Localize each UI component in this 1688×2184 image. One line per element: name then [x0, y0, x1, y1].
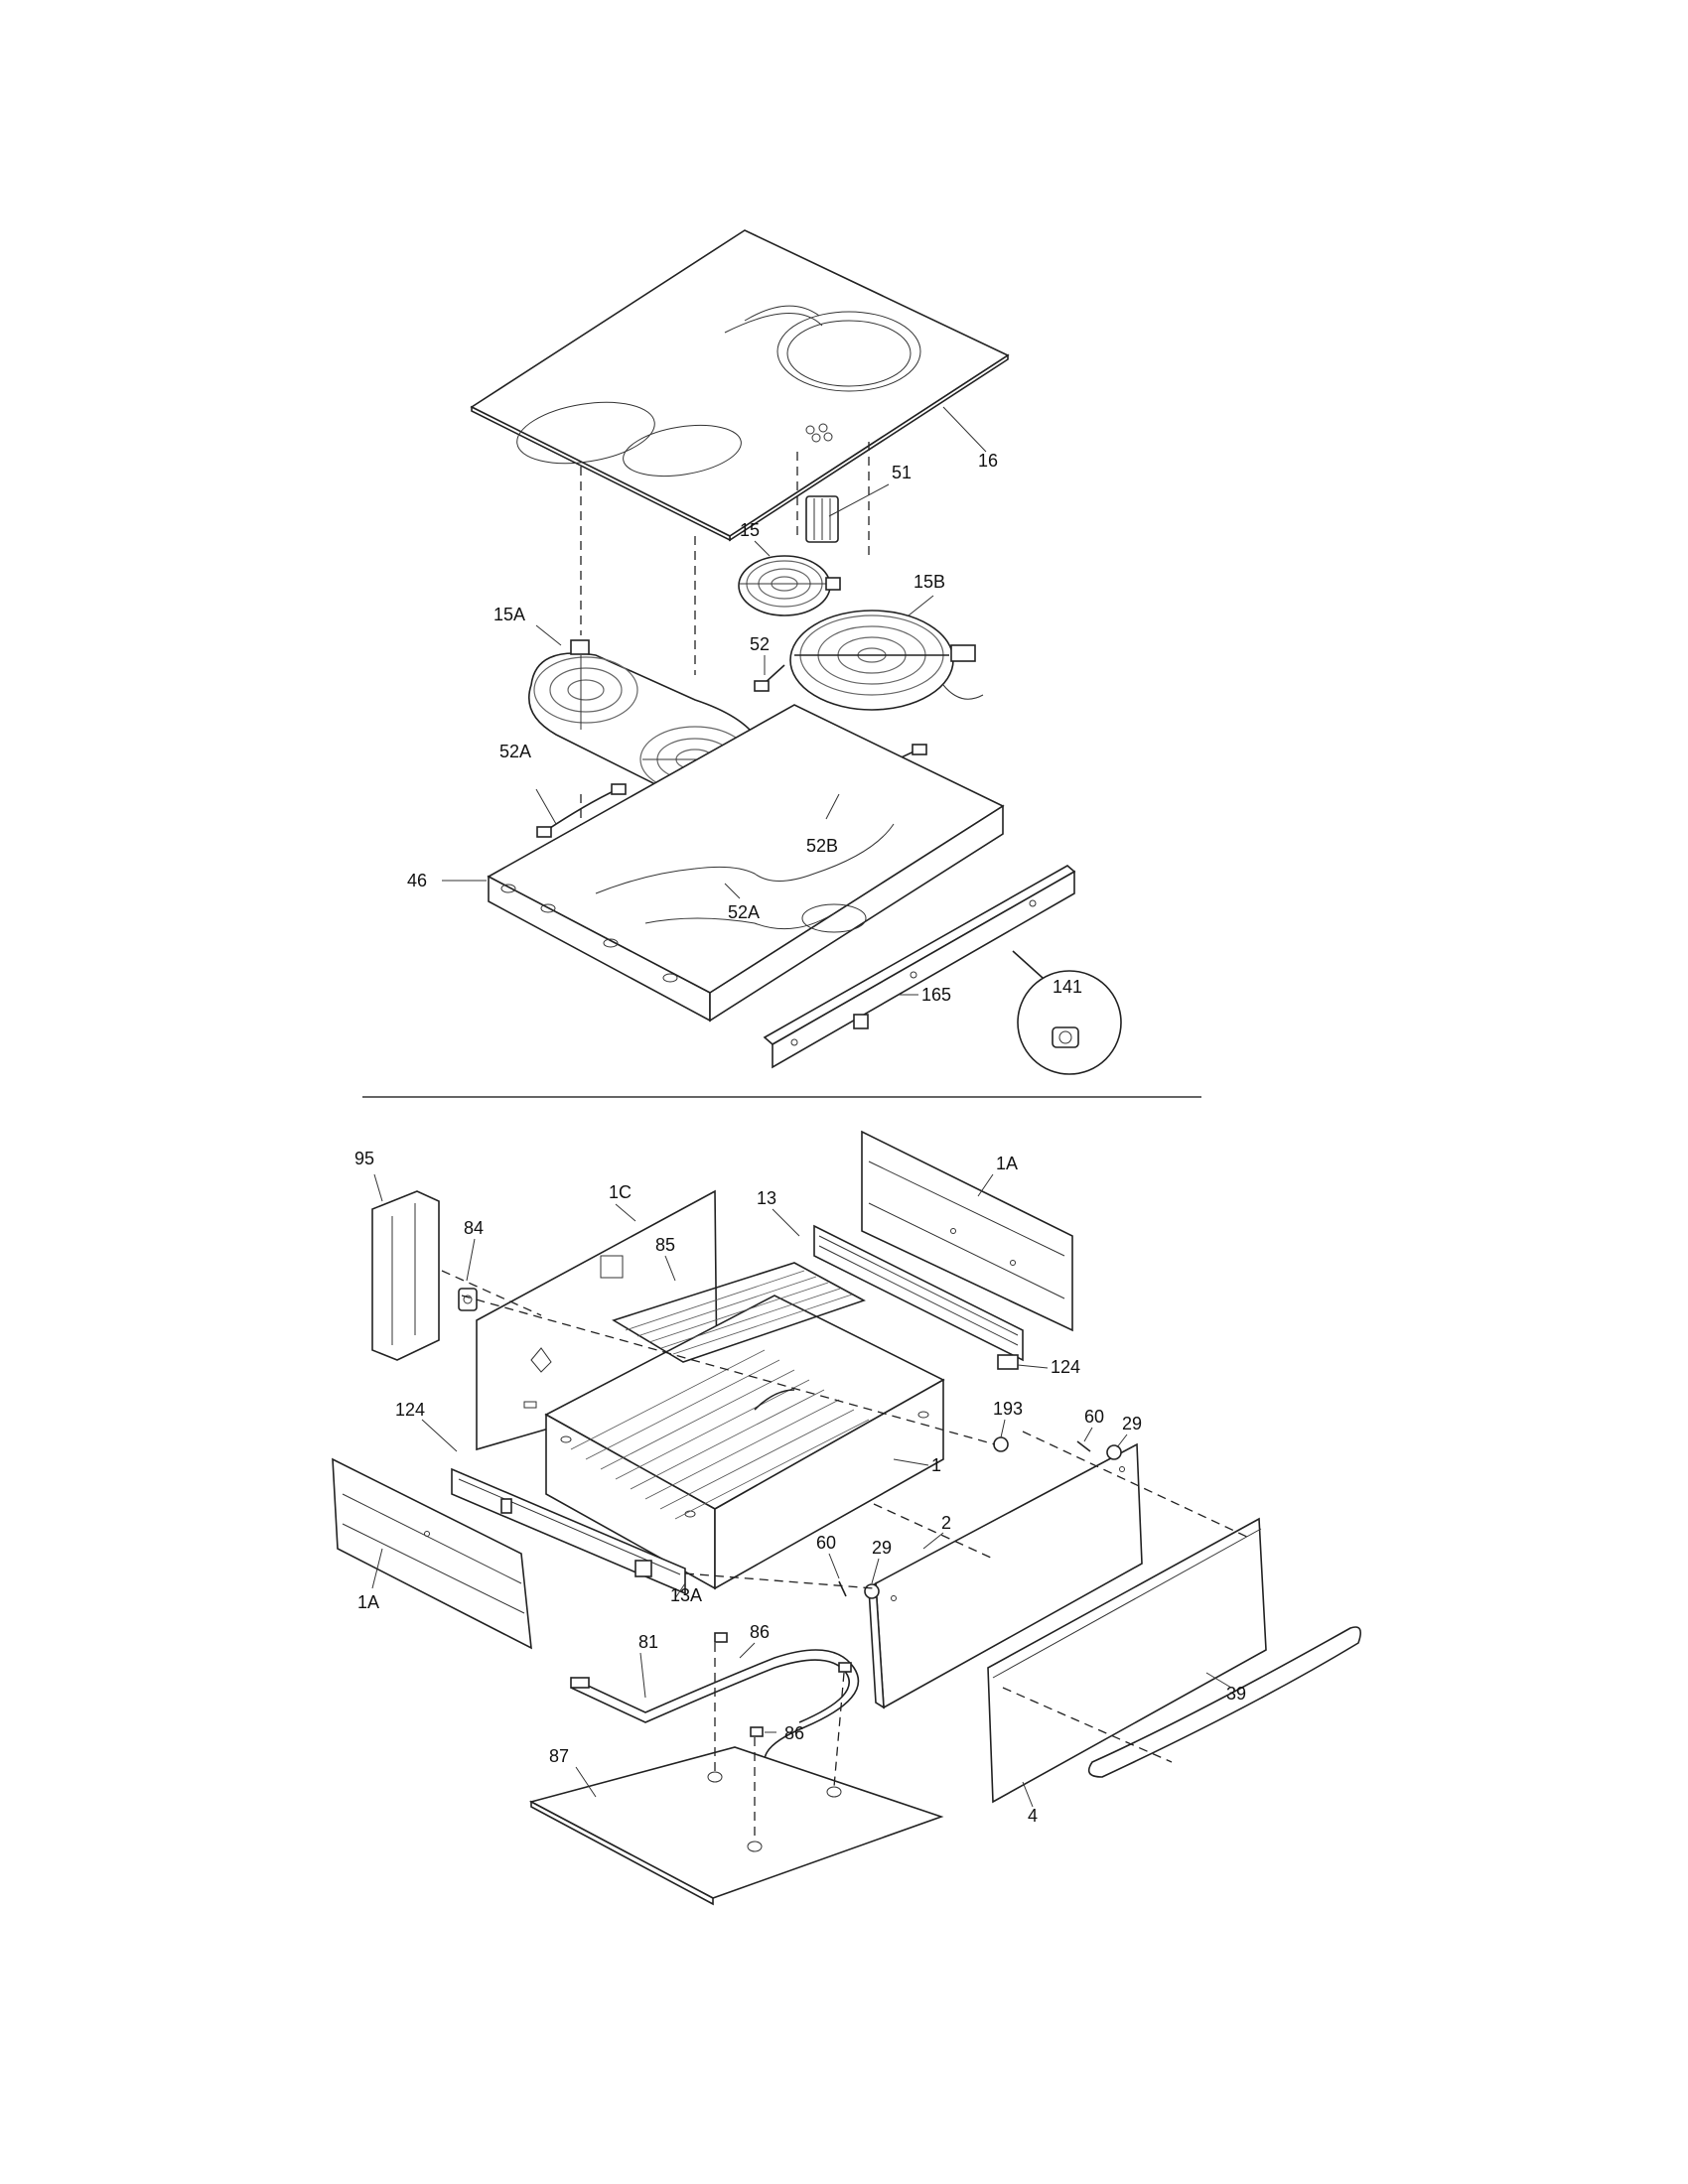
callout-52: 52: [750, 634, 770, 654]
terminal-block-detail: [1012, 950, 1122, 1075]
callout-85: 85: [655, 1235, 675, 1255]
callout-193: 193: [993, 1399, 1023, 1419]
callout-13: 13: [757, 1188, 776, 1208]
callout-15b: 15B: [914, 572, 945, 592]
callout-52b: 52B: [806, 836, 838, 856]
switch-block: [805, 495, 839, 543]
callout-15a: 15A: [493, 605, 525, 624]
screw-60-left: [838, 1580, 847, 1597]
callout-52a-top: 52A: [499, 742, 531, 761]
callout-46: 46: [407, 871, 427, 890]
main-top-tray: [487, 704, 1005, 1023]
cooktop-assembly: [442, 229, 1122, 1075]
side-panel-right: [861, 1130, 1073, 1332]
mounting-clip: [458, 1288, 478, 1311]
callout-141: 141: [1053, 977, 1082, 997]
wire-rack: [570, 1262, 870, 1520]
element-clip-top: [714, 1632, 852, 1673]
callout-15: 15: [740, 520, 760, 540]
callout-29-left: 29: [872, 1538, 892, 1558]
callout-86-bottom: 86: [784, 1723, 804, 1743]
callout-87: 87: [549, 1746, 569, 1766]
callout-1a-top: 1A: [996, 1154, 1018, 1173]
element-bracket: [754, 664, 785, 692]
callout-165: 165: [921, 985, 951, 1005]
callout-39: 39: [1226, 1684, 1246, 1704]
drawer-slide-right: [813, 1224, 1024, 1370]
small-radiant-element: [738, 555, 841, 616]
bottom-plate: [528, 1746, 944, 1906]
rear-cover: [371, 1190, 440, 1361]
callout-13a: 13A: [670, 1585, 702, 1605]
callout-51: 51: [892, 463, 912, 482]
callout-1a-bottom: 1A: [357, 1592, 379, 1612]
callout-16: 16: [978, 451, 998, 471]
callout-labels: 16 51 15 15B 15A 52 52A 52B 46 52A 165 1…: [354, 451, 1246, 1826]
element-clip-bottom: [750, 1726, 764, 1737]
callout-124-left: 124: [395, 1400, 425, 1420]
callout-29-right: 29: [1122, 1414, 1142, 1433]
callout-84: 84: [464, 1218, 484, 1238]
drawer-handle: [1087, 1626, 1361, 1778]
callout-60-left: 60: [816, 1533, 836, 1553]
element-bracket-left: [536, 783, 627, 838]
callout-2: 2: [941, 1513, 951, 1533]
large-radiant-element: [789, 610, 984, 711]
callout-52a-bottom: 52A: [728, 902, 760, 922]
drawer-assembly: [332, 1130, 1361, 1906]
callout-1: 1: [931, 1455, 941, 1475]
callout-4: 4: [1028, 1806, 1038, 1826]
glass-cooktop: [470, 229, 1010, 542]
callout-81: 81: [638, 1632, 658, 1652]
drawer-front-panel: [987, 1517, 1267, 1804]
screw-60-right: [1076, 1440, 1091, 1452]
side-panel-left: [332, 1457, 532, 1650]
callout-60-right: 60: [1084, 1407, 1104, 1427]
rear-mounting-rail: [763, 865, 1076, 1069]
drawer-slide-left: [451, 1467, 686, 1595]
callout-1c: 1C: [609, 1182, 632, 1202]
nut-29-left: [864, 1583, 880, 1599]
callout-86-top: 86: [750, 1622, 770, 1642]
nut-29-right: [1106, 1444, 1122, 1460]
callout-124-right: 124: [1051, 1357, 1080, 1377]
callout-95: 95: [354, 1149, 374, 1168]
fastener-193: [993, 1436, 1009, 1452]
drawer-front-frame: [868, 1442, 1143, 1709]
